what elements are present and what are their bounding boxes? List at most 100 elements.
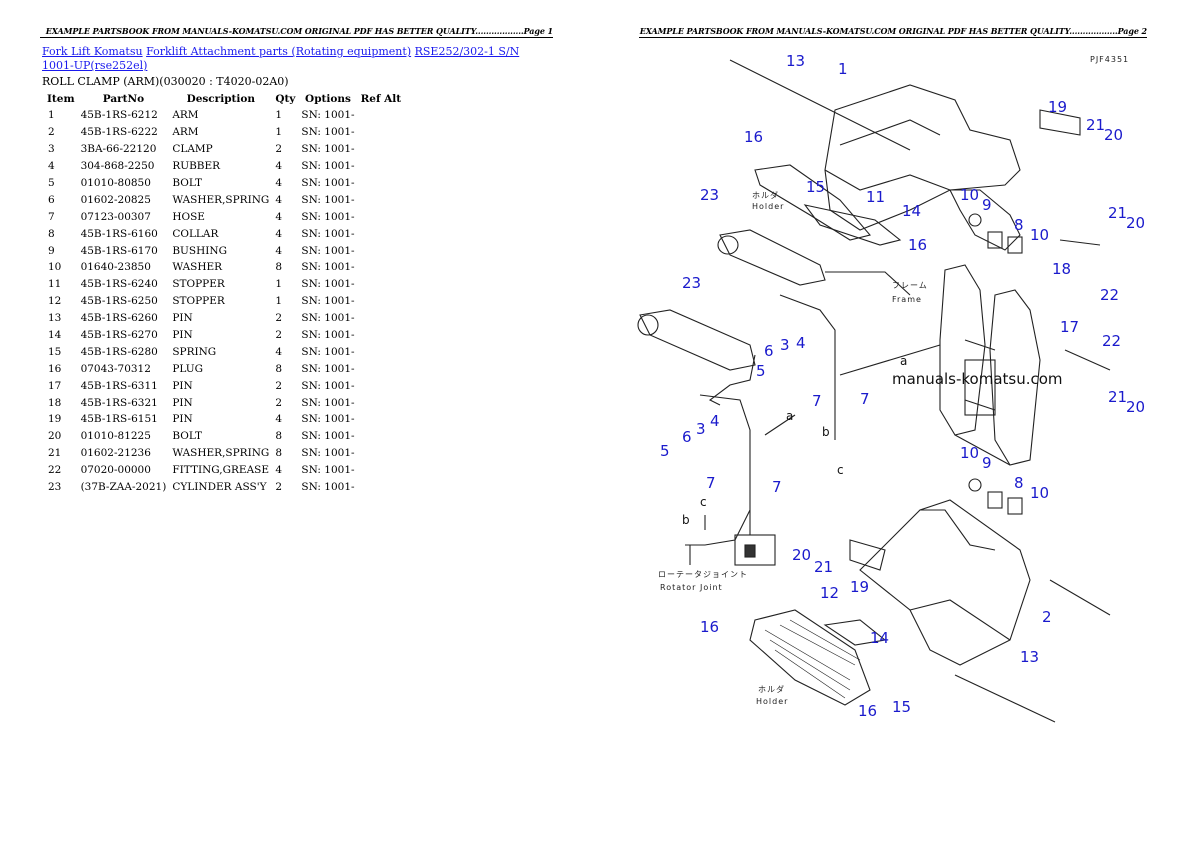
bushing-9-top (987, 231, 1003, 249)
frame-braces (954, 339, 1011, 466)
callout-13-top: 13 (786, 52, 805, 70)
cell-qty: 2 (275, 481, 282, 494)
cell-partno: 07020-00000 (80, 464, 151, 477)
callout-20-top: 20 (1104, 126, 1123, 144)
cell-options: SN: 1001- (301, 362, 355, 375)
cell-partno: 07123-00307 (80, 210, 151, 223)
holder-label-jp-top: ホルダ (752, 190, 779, 200)
col-header-ref-alt: Ref Alt (360, 92, 402, 105)
frame-label-en: Frame (892, 295, 922, 304)
callout-8-top: 8 (1014, 216, 1024, 234)
cell-item: 15 (48, 345, 62, 358)
arm-lower-shape (859, 499, 1031, 666)
pin-17-shape (1064, 349, 1111, 371)
cell-partno: 45B-1RS-6160 (80, 227, 158, 240)
col-header-item: Item (47, 92, 75, 105)
cylinder-upper-shape (719, 229, 826, 286)
frame-label-jp: フレーム (892, 281, 928, 290)
callout-21-mid: 21 (1108, 204, 1127, 222)
cell-ref-alt (358, 343, 405, 360)
callout-10-bottom-left: 10 (960, 444, 979, 462)
callout-23-bottom: 23 (682, 274, 701, 292)
cell-ref-alt (358, 360, 405, 377)
cell-options: SN: 1001- (301, 413, 355, 426)
cell-item: 17 (48, 379, 62, 392)
callout-16-top: 16 (744, 128, 763, 146)
stopper-upper-shape (803, 204, 902, 246)
cell-item: 19 (48, 413, 62, 426)
cell-item: 8 (48, 227, 55, 240)
cell-item: 5 (48, 177, 55, 189)
cell-item: 12 (48, 295, 62, 308)
cell-ref-alt (358, 377, 405, 394)
diagram-page: EXAMPLE PARTSBOOK FROM MANUALS-KOMATSU.C… (595, 0, 1190, 842)
cylinder-lower-rod (708, 354, 756, 406)
cell-item: 3 (48, 143, 55, 156)
bushing-9-bottom (987, 491, 1003, 509)
rotator-joint-port (744, 544, 756, 558)
cell-partno: 45B-1RS-6240 (80, 278, 158, 291)
page-header: EXAMPLE PARTSBOOK FROM MANUALS-KOMATSU.C… (639, 26, 1147, 38)
cell-description: PIN (172, 413, 193, 426)
cell-item: 7 (48, 210, 55, 223)
cell-partno: 45B-1RS-6250 (80, 295, 158, 308)
cell-ref-alt (358, 310, 405, 327)
cell-qty: 1 (275, 126, 282, 139)
callout-15-top: 15 (806, 178, 825, 196)
cell-partno: 01602-21236 (80, 447, 151, 460)
cell-ref-alt (358, 394, 405, 411)
callout-20-bottom: 20 (1126, 398, 1145, 416)
col-header-description: Description (186, 92, 256, 105)
callout-5-bottom: 5 (660, 442, 670, 460)
cell-ref-alt (358, 327, 405, 344)
letter-a-upper: a (900, 354, 907, 368)
cell-options: SN: 1001- (301, 312, 355, 325)
callout-15-bottom: 15 (892, 698, 911, 716)
cell-item: 9 (48, 244, 55, 257)
cell-description: PLUG (172, 362, 204, 375)
callout-1: 1 (838, 60, 848, 78)
cell-qty: 1 (275, 278, 282, 291)
cell-options: SN: 1001- (301, 109, 355, 122)
cell-options: SN: 1001- (301, 329, 355, 342)
cell-description: STOPPER (172, 278, 225, 291)
cell-partno: 304-868-2250 (80, 160, 155, 173)
pin-19-top-shape (1039, 109, 1081, 136)
cell-description: WASHER,SPRING (172, 447, 270, 460)
cell-item: 10 (48, 261, 62, 274)
callout-22-top: 22 (1100, 286, 1119, 304)
cell-description: WASHER (172, 261, 223, 274)
cell-description: FITTING,GREASE (172, 464, 270, 477)
callout-3-bottom: 3 (696, 420, 706, 438)
cell-ref-alt (358, 208, 405, 225)
cell-description: PIN (172, 312, 193, 325)
cell-qty: 4 (275, 227, 282, 240)
holder-upper-shape (754, 164, 871, 241)
table-header-row: Item PartNo Description Qty Options Ref … (44, 90, 404, 107)
cell-qty: 4 (275, 244, 282, 257)
cell-options: SN: 1001- (301, 160, 355, 173)
breadcrumb-link-model[interactable]: RSE252/302-1 S/N 1001-UP(rse252el) (42, 45, 520, 72)
cell-partno: 01640-23850 (80, 261, 151, 274)
cell-qty: 1 (275, 109, 282, 122)
callout-21-top: 21 (1086, 116, 1105, 134)
pin-19-bottom-shape (849, 539, 886, 571)
callout-16-bottom-right: 16 (858, 702, 877, 720)
callout-19-top: 19 (1048, 98, 1067, 116)
letter-b-upper: b (822, 425, 830, 439)
cell-qty: 8 (275, 362, 282, 375)
cell-item: 22 (48, 464, 62, 477)
hose-upper-shape (779, 294, 836, 410)
cell-qty: 8 (275, 430, 282, 443)
breadcrumb-link-brand[interactable]: Fork Lift Komatsu (42, 45, 143, 58)
cell-description: SPRING (172, 345, 217, 358)
breadcrumb-link-category[interactable]: Forklift Attachment parts (Rotating equi… (146, 45, 412, 58)
